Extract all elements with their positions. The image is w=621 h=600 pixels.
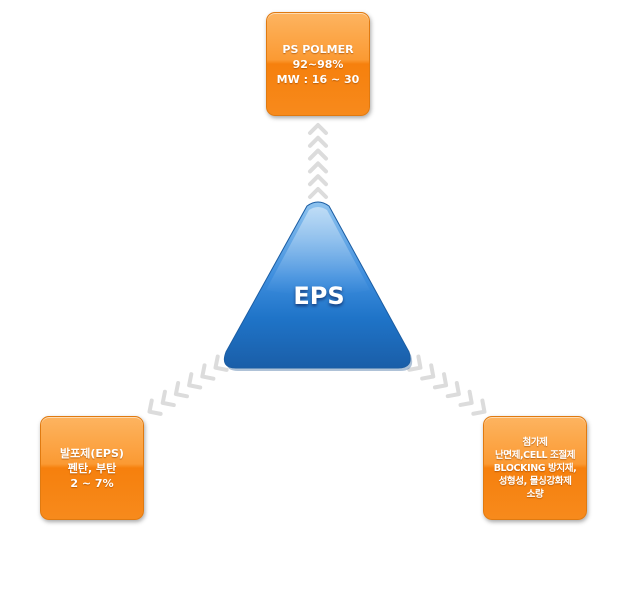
- node-text-line: MW : 16 ~ 30: [276, 72, 360, 86]
- chevron-icon: [308, 148, 328, 161]
- chevron-icon: [308, 174, 328, 187]
- chevron-icon: [213, 354, 229, 372]
- node-text-line: PS POLMER: [282, 42, 354, 56]
- chevron-icon: [420, 363, 436, 381]
- node-blowing-agent: 발포제(EPS) 펜탄, 부탄 2 ~ 7%: [40, 416, 144, 520]
- node-ps-polymer: PS POLMER 92~98% MW : 16 ~ 30: [266, 12, 370, 116]
- arrow-to-left-node: [147, 354, 229, 416]
- node-text-line: BLOCKING 방지재,: [493, 462, 577, 474]
- chevron-icon: [308, 123, 328, 135]
- node-text-line: 발포제(EPS): [60, 446, 124, 460]
- node-additives: 첨가제 난면제,CELL 조절제 BLOCKING 방지재, 성형성, 물싱강화…: [483, 416, 587, 520]
- eps-triangle: [223, 201, 413, 371]
- node-text-line: 첨가제: [522, 436, 548, 448]
- arrow-to-top-node: [308, 123, 328, 199]
- node-text-line: 92~98%: [292, 57, 344, 71]
- chevron-icon: [147, 398, 163, 416]
- chevron-icon: [407, 354, 423, 372]
- node-text-line: 2 ~ 7%: [70, 476, 114, 490]
- arrow-to-right-node: [407, 354, 487, 416]
- chevron-icon: [200, 363, 216, 381]
- node-text-line: 난면제,CELL 조절제: [494, 449, 576, 461]
- node-text-line: 펜탄, 부탄: [67, 461, 117, 475]
- chevron-icon: [458, 389, 474, 407]
- node-text-line: 소량: [526, 488, 544, 500]
- chevron-icon: [187, 372, 203, 390]
- chevron-icon: [160, 389, 176, 408]
- eps-label: EPS: [293, 282, 345, 310]
- chevron-icon: [308, 161, 328, 174]
- chevron-icon: [173, 380, 189, 399]
- chevron-icon: [445, 380, 461, 399]
- chevron-icon: [308, 135, 328, 148]
- chevron-icon: [308, 187, 328, 199]
- chevron-icon: [471, 398, 487, 416]
- chevron-icon: [432, 372, 449, 390]
- node-text-line: 성형성, 물싱강화제: [498, 475, 572, 487]
